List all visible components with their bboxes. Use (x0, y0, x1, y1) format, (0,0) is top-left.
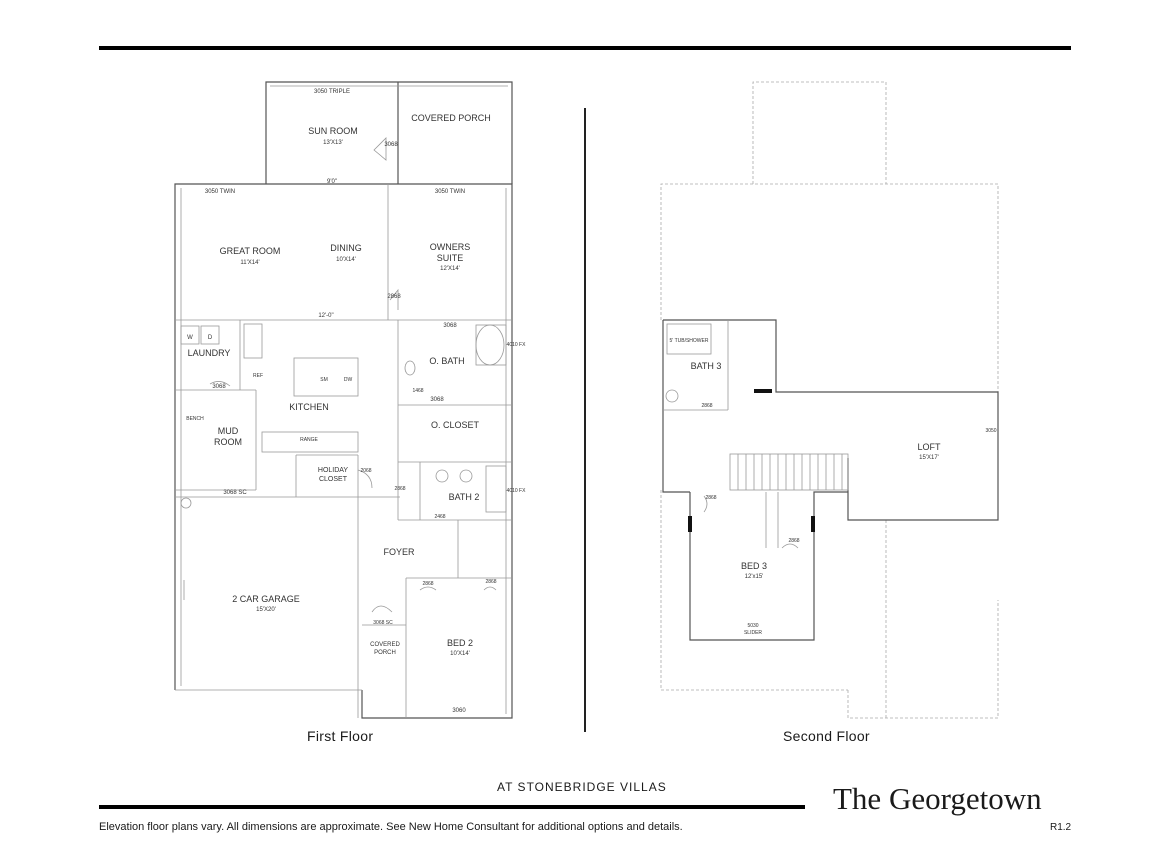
label-door-2868-d: 2868 (485, 579, 496, 585)
label-great-room-dim: 11'X14' (240, 260, 259, 266)
label-dining: DINING (330, 243, 362, 253)
disclaimer-text: Elevation floor plans vary. All dimensio… (99, 821, 683, 833)
label-sun-room: SUN ROOM (308, 126, 358, 136)
label-window-3060: 3060 (452, 708, 466, 714)
label-mud-room-2: ROOM (214, 437, 242, 447)
label-window-twin-left: 3050 TWIN (205, 189, 235, 195)
label-bed-2: BED 2 (447, 638, 473, 648)
label-bed-3-dim: 12'x15' (745, 574, 764, 580)
plan-title: The Georgetown (833, 781, 1042, 816)
label-dim-9: 9'0" (327, 179, 337, 185)
label-covered-porch: COVERED PORCH (411, 113, 491, 123)
label-garage: 2 CAR GARAGE (232, 594, 300, 604)
first-floor-caption: First Floor (307, 728, 374, 744)
label-slider-2: SLIDER (744, 630, 762, 636)
label-kitchen: KITCHEN (289, 402, 329, 412)
label-window-fx-1: 4010 FX (507, 342, 527, 348)
label-door-2868-a: 2868 (387, 294, 401, 300)
label-owners-suite-2: SUITE (437, 253, 464, 263)
label-laundry: LAUNDRY (188, 348, 231, 358)
label-owners-suite-1: OWNERS (430, 242, 471, 252)
label-door-2068: 2068 (360, 468, 371, 474)
bottom-rule (99, 805, 805, 809)
label-door-2868-f: 2868 (705, 495, 716, 501)
second-floor-plan (660, 81, 999, 719)
label-window-3050: 3050 (985, 428, 996, 434)
label-bed-2-dim: 10'X14' (450, 651, 470, 657)
label-dining-dim: 10'X14' (336, 257, 356, 263)
label-door-3068-b: 3068 (212, 384, 226, 390)
label-garage-dim: 15'X20' (256, 607, 276, 613)
label-door-2868-c: 2868 (422, 581, 433, 587)
label-loft: LOFT (917, 442, 941, 452)
label-bath-2: BATH 2 (449, 492, 480, 502)
label-covered-porch-2a: COVERED (370, 642, 400, 648)
label-bath-3: BATH 3 (691, 361, 722, 371)
label-owners-suite-dim: 12'X14' (440, 266, 460, 272)
second-floor-caption: Second Floor (783, 728, 870, 744)
label-door-3068-c: 3068 (443, 323, 457, 329)
label-covered-porch-2b: PORCH (374, 650, 396, 656)
label-great-room: GREAT ROOM (220, 246, 281, 256)
label-window-twin-right: 3050 TWIN (435, 189, 465, 195)
label-sm: SM (320, 377, 328, 383)
label-door-2868-g: 2868 (788, 538, 799, 544)
label-bench: BENCH (186, 416, 204, 422)
label-foyer: FOYER (383, 547, 415, 557)
label-o-closet: O. CLOSET (431, 420, 480, 430)
label-sun-room-dim: 13'X13' (323, 140, 343, 146)
label-loft-dim: 15'X17' (919, 455, 939, 461)
label-holiday-1: HOLIDAY (318, 467, 349, 474)
label-ref: REF (253, 373, 263, 379)
second-floor-labels: 5' TUB/SHOWER BATH 3 2868 LOFT 15'X17' 3… (670, 338, 997, 636)
label-shower: 5' TUB/SHOWER (670, 338, 709, 344)
label-range: RANGE (300, 437, 318, 443)
label-door-3068-sc-2: 3068 SC (373, 620, 393, 626)
label-door-3068-d: 3068 (430, 397, 444, 403)
label-holiday-2: CLOSET (319, 476, 348, 483)
revision-label: R1.2 (1050, 822, 1072, 833)
label-door-1468: 1468 (412, 388, 423, 394)
first-floor-plan (174, 81, 513, 719)
first-floor-labels: 3050 TRIPLE SUN ROOM 13'X13' COVERED POR… (186, 89, 526, 714)
label-bed-3: BED 3 (741, 561, 767, 571)
label-o-bath: O. BATH (429, 356, 464, 366)
label-window-triple: 3050 TRIPLE (314, 89, 350, 95)
label-dw: DW (344, 377, 353, 383)
label-d: D (208, 335, 213, 341)
community-name: AT STONEBRIDGE VILLAS (497, 780, 667, 794)
label-mud-room-1: MUD (218, 426, 239, 436)
label-door-2868-b: 2868 (394, 486, 405, 492)
label-door-3068-a: 3068 (384, 142, 398, 148)
label-w: W (187, 335, 193, 341)
top-rule (99, 46, 1071, 50)
label-door-3068-sc: 3068 SC (223, 490, 247, 496)
label-slider-1: 5030 (747, 623, 758, 629)
label-window-fx-2: 4010 FX (507, 488, 527, 494)
label-dim-12: 12'-0" (318, 313, 333, 319)
label-door-2868-e: 2868 (701, 403, 712, 409)
label-door-2468: 2468 (434, 514, 445, 520)
